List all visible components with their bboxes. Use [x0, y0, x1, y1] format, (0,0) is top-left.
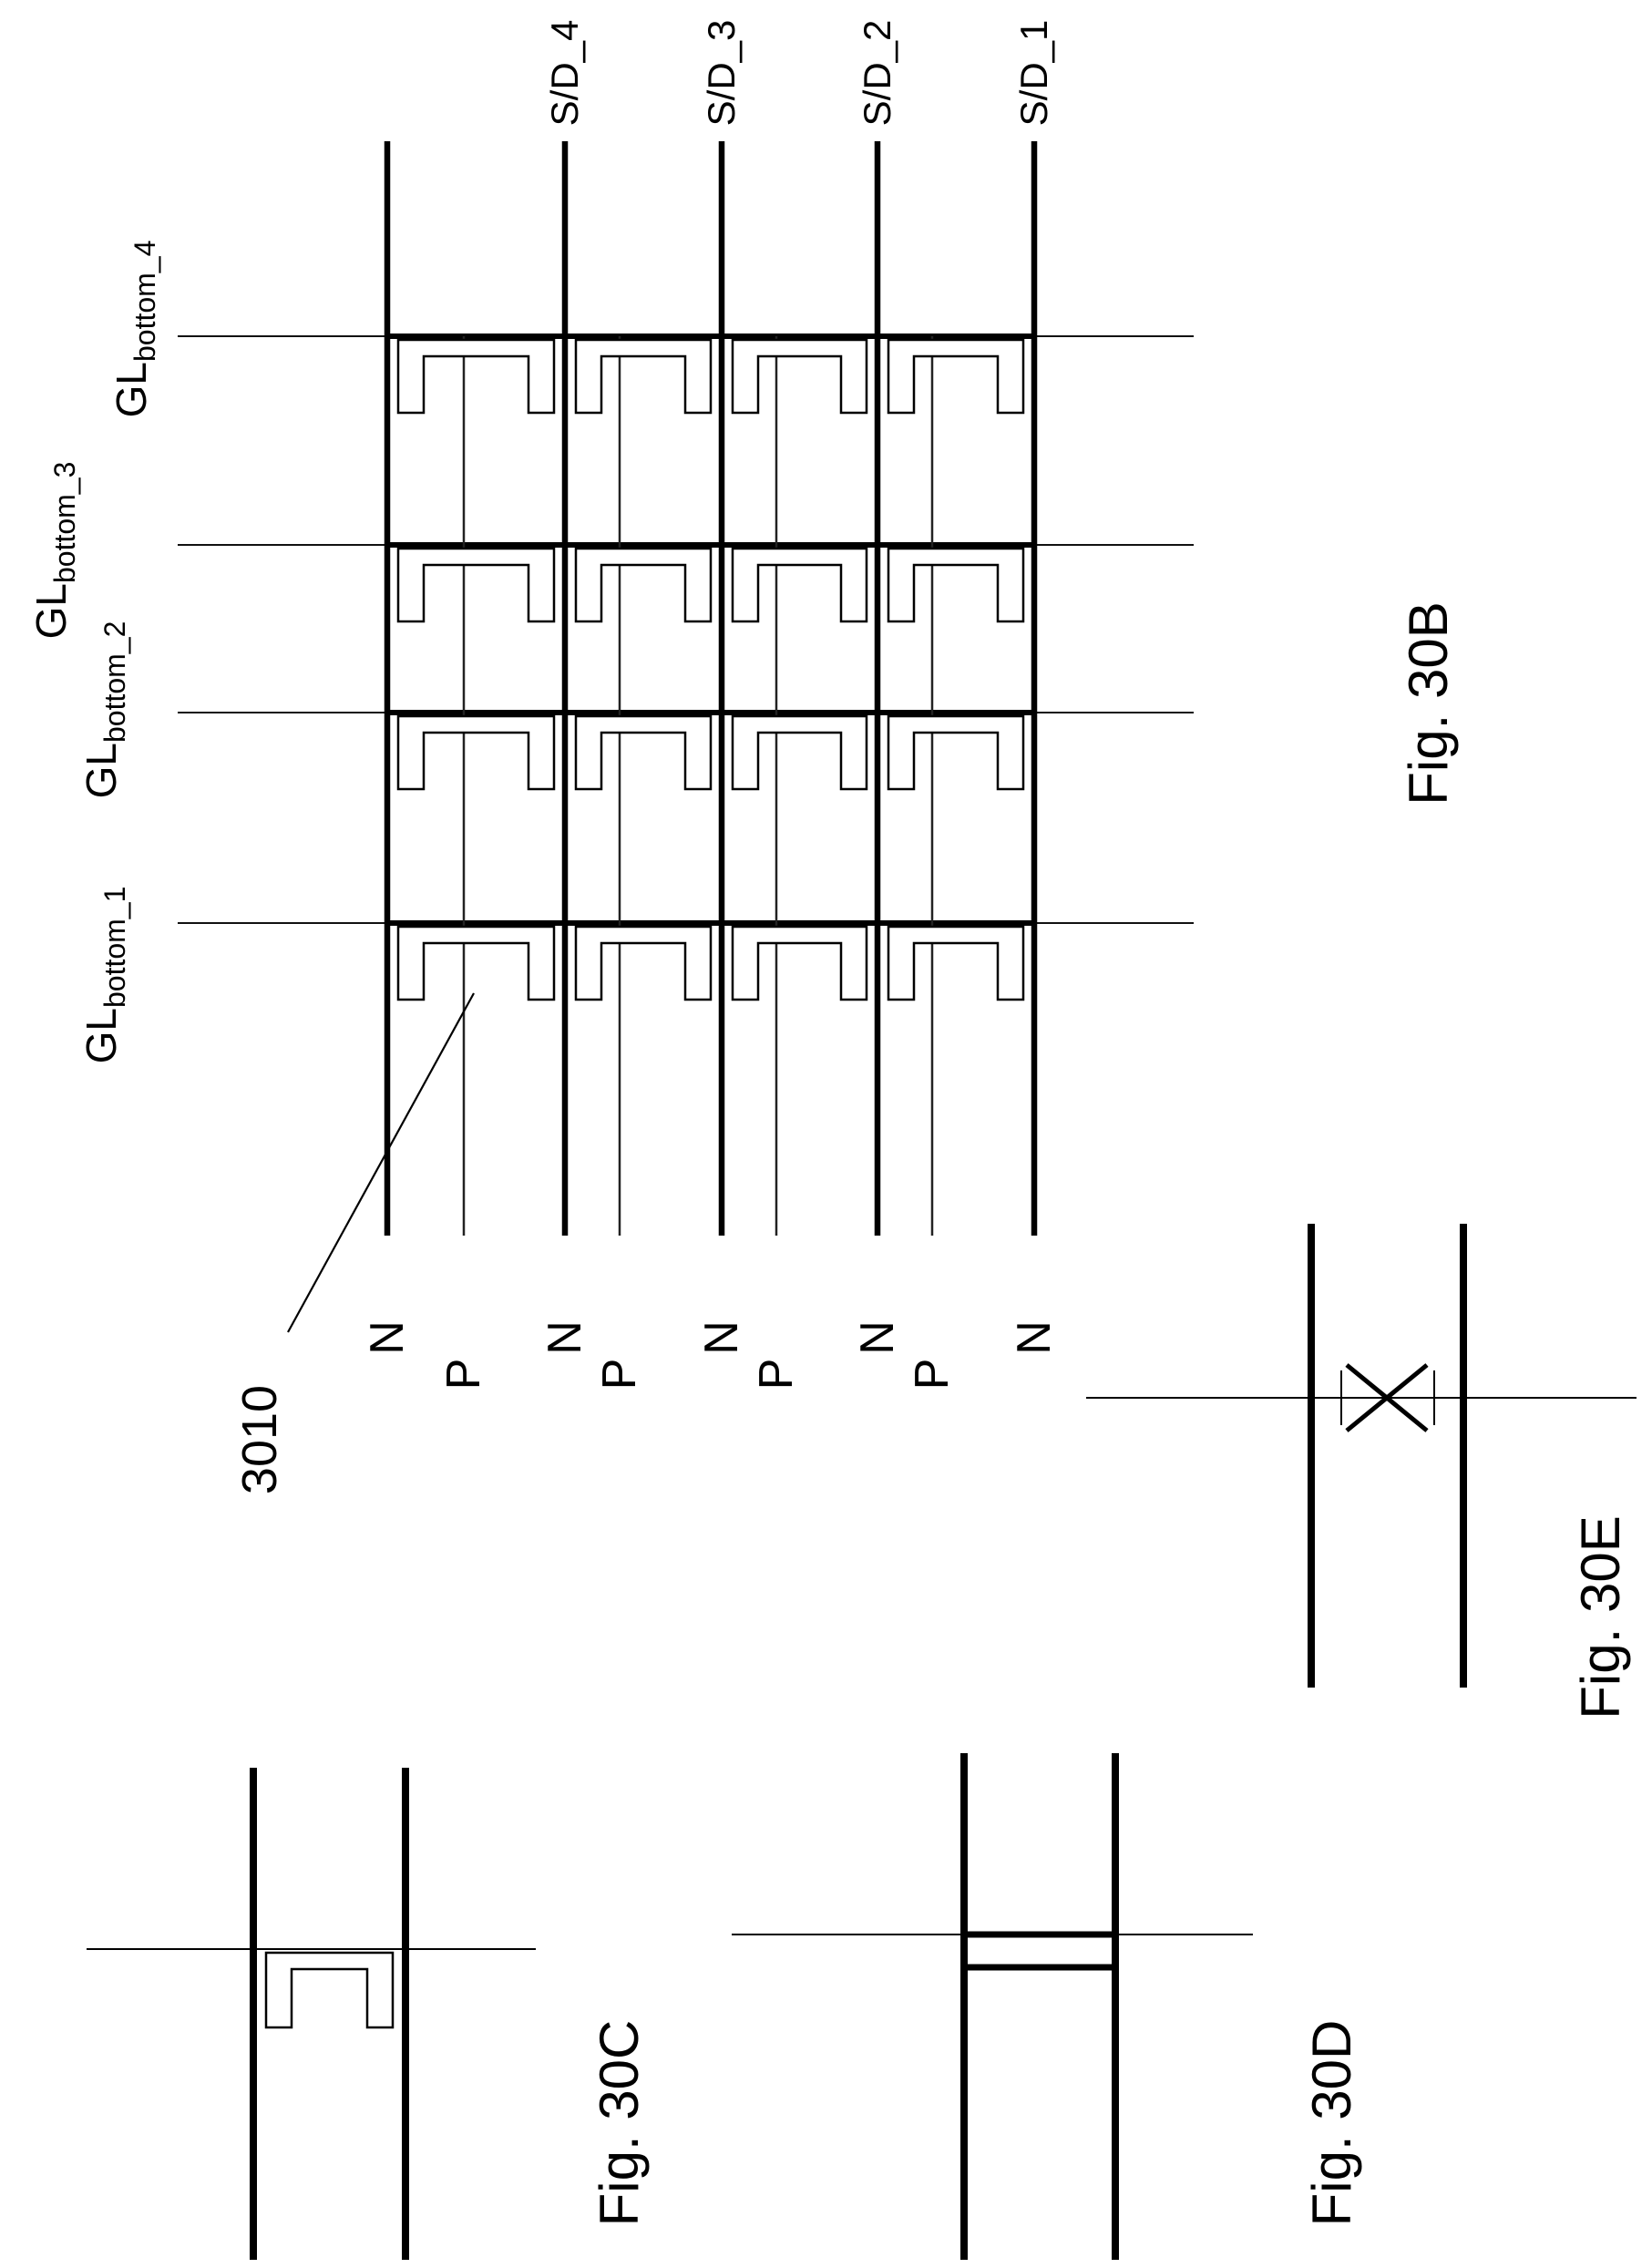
np-label: N — [695, 1320, 748, 1355]
fig-30b-label: Fig. 30B — [1398, 601, 1459, 806]
sd-label-2: S/D_2 — [856, 19, 898, 127]
gl-lines — [178, 335, 1194, 924]
gl-label-4: GLbottom_4 — [108, 240, 161, 418]
gate-bracket — [887, 925, 1025, 1001]
gate-bracket — [574, 925, 713, 1001]
np-label: N — [851, 1320, 904, 1355]
gate-bracket — [396, 714, 556, 791]
gate-bracket — [574, 714, 713, 791]
x-mark-icon — [1345, 1363, 1429, 1432]
fig-30d-structure — [732, 1753, 1253, 2260]
gate-bracket — [574, 338, 713, 415]
gl-label-1: GLbottom_1 — [77, 886, 131, 1064]
np-label: P — [906, 1358, 959, 1391]
np-label: N — [361, 1320, 414, 1355]
gl-label-3-sub: bottom_3 — [48, 461, 81, 584]
gl-label-3: GLbottom_3 — [27, 461, 81, 640]
np-label: N — [1008, 1320, 1061, 1355]
gl-label-2-main: GL — [77, 743, 125, 799]
gl-label-3-main: GL — [27, 583, 75, 640]
gate-bracket — [731, 714, 868, 791]
sd-label-3: S/D_3 — [700, 19, 743, 127]
fig-30e-label: Fig. 30E — [1570, 1515, 1631, 1719]
np-label: P — [593, 1358, 646, 1391]
gl-label-2: GLbottom_2 — [77, 621, 131, 799]
gl-label-2-sub: bottom_2 — [98, 621, 131, 744]
fig-30c-structure — [87, 1768, 536, 2260]
gate-bracket — [731, 925, 868, 1001]
sd-label-1: S/D_1 — [1012, 19, 1055, 127]
gl-label-4-sub: bottom_4 — [128, 240, 161, 363]
gl-label-4-main: GL — [108, 362, 155, 418]
sd-label-4: S/D_4 — [543, 19, 586, 127]
gate-bracket — [731, 338, 868, 415]
gate-bracket — [887, 714, 1025, 791]
callout-leader-line — [287, 992, 475, 1333]
np-label: N — [539, 1320, 591, 1355]
fig-30e-structure — [1086, 1224, 1637, 1688]
gl-label-1-main: GL — [77, 1008, 125, 1064]
gl-label-1-sub: bottom_1 — [98, 886, 131, 1009]
fig-30d-label: Fig. 30D — [1301, 2019, 1362, 2227]
gate-bracket — [396, 547, 556, 623]
np-label: P — [750, 1358, 803, 1391]
sd-lines — [384, 141, 1038, 1236]
gate-bracket — [731, 547, 868, 623]
p-channel-lines — [462, 336, 934, 1236]
fig-30c-gate-bracket — [264, 1951, 395, 2029]
np-label: P — [437, 1358, 490, 1391]
gl-thick-segments — [387, 334, 1034, 926]
gate-brackets — [396, 338, 1025, 1001]
gate-bracket — [887, 338, 1025, 415]
gate-bracket — [396, 338, 556, 415]
fig-30c-label: Fig. 30C — [589, 2019, 650, 2227]
gate-bracket — [574, 547, 713, 623]
gate-bracket — [887, 547, 1025, 623]
callout-3010: 3010 — [232, 1384, 287, 1495]
gate-bracket — [396, 925, 556, 1001]
